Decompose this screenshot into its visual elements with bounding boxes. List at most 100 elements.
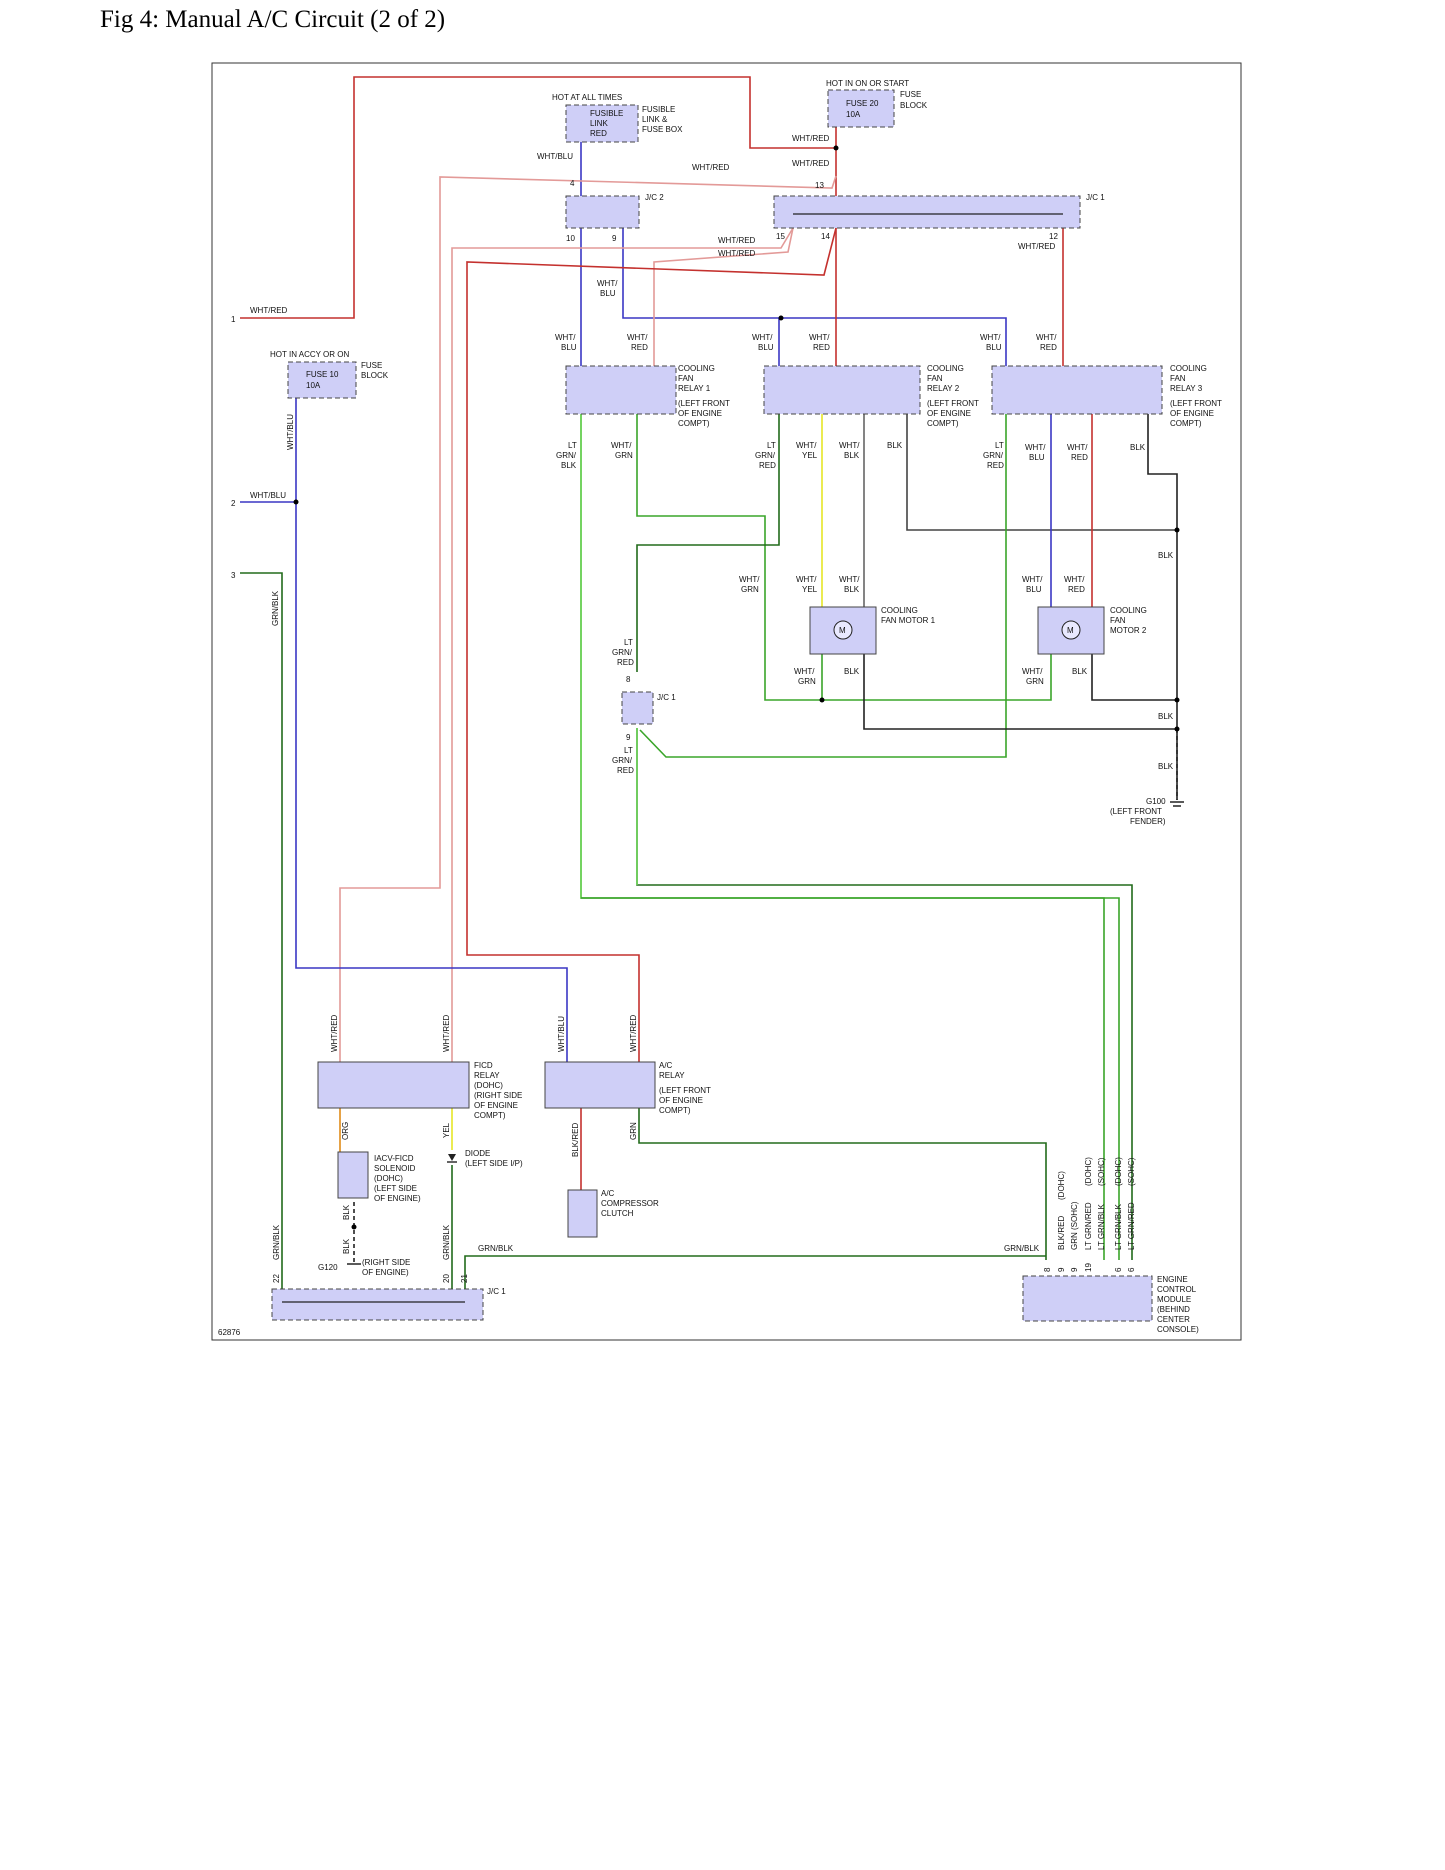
motor-1-title-2: FAN MOTOR 1 bbox=[881, 616, 936, 625]
relay-2-out-3a: WHT/ bbox=[839, 441, 860, 450]
jc1-top-pin-12: 12 bbox=[1049, 232, 1058, 241]
ecm-wire-4: LT GRN/BLK bbox=[1097, 1203, 1106, 1250]
connector-2-number: 2 bbox=[231, 499, 236, 508]
fuse-20-label-2: BLOCK bbox=[900, 101, 928, 110]
relay-1-in-1b: BLU bbox=[561, 343, 577, 352]
ficd-title-5: OF ENGINE bbox=[474, 1101, 518, 1110]
ecm-variant-2: (DOHC) bbox=[1084, 1157, 1093, 1186]
junction-jc1-mid: J/C 1 8 9 LT GRN/ RED LT GRN/ RED bbox=[612, 638, 676, 775]
fuse-20-label-1: FUSE bbox=[900, 90, 921, 99]
relay-3-out-1c: RED bbox=[987, 461, 1004, 470]
splice-dot bbox=[778, 315, 784, 321]
ecm-title-4: (BEHIND bbox=[1157, 1305, 1190, 1314]
wire-jc1-15 bbox=[653, 227, 794, 366]
jc1-bottom-pin-20: 20 bbox=[442, 1274, 451, 1283]
motor-1-out-1a: WHT/ bbox=[794, 667, 815, 676]
wire-relay3-ltgrn bbox=[639, 414, 1007, 758]
relay-3-loc-3: COMPT) bbox=[1170, 419, 1202, 428]
figure-id: 62876 bbox=[218, 1328, 241, 1337]
g120-loc-1: (RIGHT SIDE bbox=[362, 1258, 410, 1267]
relay-1-loc-2: OF ENGINE bbox=[678, 409, 722, 418]
relay-3-out-3a: WHT/ bbox=[1067, 443, 1088, 452]
fuse-10-label-1: FUSE bbox=[361, 361, 382, 370]
jc2-pin-10: 10 bbox=[566, 234, 575, 243]
iacv-box bbox=[337, 1151, 369, 1199]
ficd-title-2: RELAY bbox=[474, 1071, 500, 1080]
ecm-pin-3: 9 bbox=[1070, 1267, 1079, 1272]
motor-2-title-2: FAN bbox=[1110, 616, 1126, 625]
motor-1-in-1b: GRN bbox=[741, 585, 759, 594]
fuse-10-inner-1: FUSE 10 bbox=[306, 370, 339, 379]
fusible-link-inner-1: FUSIBLE bbox=[590, 109, 623, 118]
jc1-mid-in-b: GRN/ bbox=[612, 648, 633, 657]
jc1-top-pin-14: 14 bbox=[821, 232, 830, 241]
wire-blu-acrelay bbox=[295, 398, 568, 1062]
relay-3-box bbox=[991, 365, 1163, 415]
splice-dot bbox=[1174, 527, 1180, 533]
wire-relay1-whtgrn bbox=[636, 414, 822, 701]
fuse-10-wire: WHT/BLU bbox=[286, 414, 295, 450]
wire-conn3 bbox=[240, 572, 283, 1289]
wire-acrelay-grn bbox=[638, 1108, 1047, 1260]
jc1-bottom-wire-1: GRN/BLK bbox=[272, 1224, 281, 1260]
relay-2-in-2a: WHT/ bbox=[809, 333, 830, 342]
ecm-variant-4: (DOHC) bbox=[1114, 1157, 1123, 1186]
relay-2-in-1a: WHT/ bbox=[752, 333, 773, 342]
wire-relay2-ltgrn bbox=[636, 414, 780, 672]
ecm-pin-1: 8 bbox=[1043, 1267, 1052, 1272]
motor-2-m: M bbox=[1067, 626, 1074, 635]
connector-3-number: 3 bbox=[231, 571, 236, 580]
fuse-20: HOT IN ON OR START FUSE 20 10A FUSE BLOC… bbox=[792, 79, 928, 168]
cooling-fan-relay-1: COOLING FAN RELAY 1 (LEFT FRONT OF ENGIN… bbox=[555, 333, 730, 470]
relay-2-out-4: BLK bbox=[887, 441, 903, 450]
jc2-pin-9: 9 bbox=[612, 234, 617, 243]
motor-1-out-2: BLK bbox=[844, 667, 860, 676]
junction-jc2: J/C 2 4 10 9 WHT/RED WHT/ BLU bbox=[565, 163, 730, 298]
jc1-bottom-label: J/C 1 bbox=[487, 1287, 506, 1296]
ground-g120: G120 (RIGHT SIDE OF ENGINE) bbox=[318, 1258, 410, 1277]
iacv-solenoid: IACV-FICD SOLENOID (DOHC) (LEFT SIDE OF … bbox=[337, 1151, 421, 1254]
wire-jc2-9 bbox=[622, 228, 1007, 366]
relay-1-loc-1: (LEFT FRONT bbox=[678, 399, 730, 408]
relay-3-in-1a: WHT/ bbox=[980, 333, 1001, 342]
fusible-link-box bbox=[565, 104, 639, 143]
g120-label: G120 bbox=[318, 1263, 338, 1272]
blk-label-1: BLK bbox=[1158, 551, 1174, 560]
motor-1-out-1b: GRN bbox=[798, 677, 816, 686]
motor-2-out-1a: WHT/ bbox=[1022, 667, 1043, 676]
iacv-title-5: OF ENGINE) bbox=[374, 1194, 421, 1203]
relay-3-out-2b: BLU bbox=[1029, 453, 1045, 462]
wire-motor2-blk bbox=[1091, 654, 1177, 701]
relay-3-loc-2: OF ENGINE bbox=[1170, 409, 1214, 418]
splice-dot bbox=[819, 697, 825, 703]
ac-compressor-clutch: A/C COMPRESSOR CLUTCH bbox=[567, 1189, 659, 1238]
jc1-bottom-pin-21: 21 bbox=[460, 1274, 469, 1283]
g100-label-3: FENDER) bbox=[1130, 817, 1166, 826]
ecm-wire-1: BLK/RED bbox=[1057, 1216, 1066, 1250]
relay-2-loc-1: (LEFT FRONT bbox=[927, 399, 979, 408]
ficd-in-2: WHT/RED bbox=[442, 1014, 451, 1052]
iacv-wire-2: BLK bbox=[342, 1238, 351, 1254]
fuse-10: HOT IN ACCY OR ON FUSE 10 10A FUSE BLOCK… bbox=[270, 350, 389, 450]
ficd-title-6: COMPT) bbox=[474, 1111, 506, 1120]
jc2-label: J/C 2 bbox=[645, 193, 664, 202]
ac-relay-title-3: (LEFT FRONT bbox=[659, 1086, 711, 1095]
relay-1-loc-3: COMPT) bbox=[678, 419, 710, 428]
cooling-fan-relay-3: COOLING FAN RELAY 3 (LEFT FRONT OF ENGIN… bbox=[980, 333, 1222, 470]
motor-2-in-1b: BLU bbox=[1026, 585, 1042, 594]
iacv-title-4: (LEFT SIDE bbox=[374, 1184, 417, 1193]
cooling-fan-motor-1: M COOLING FAN MOTOR 1 WHT/ GRN WHT/ YEL … bbox=[739, 575, 936, 703]
fusible-link-label-1: FUSIBLE bbox=[642, 105, 675, 114]
relay-1-out-2a: WHT/ bbox=[611, 441, 632, 450]
ground-g100: BLK BLK G100 (LEFT FRONT FENDER) bbox=[1110, 697, 1184, 826]
fuse-10-inner-2: 10A bbox=[306, 381, 321, 390]
wire-label-wht-red-3: WHT/RED bbox=[718, 249, 756, 258]
jc1-top-label: J/C 1 bbox=[1086, 193, 1105, 202]
fusible-link-wire: WHT/BLU bbox=[537, 152, 573, 161]
relay-3-in-2a: WHT/ bbox=[1036, 333, 1057, 342]
motor-1-m: M bbox=[839, 626, 846, 635]
motor-2-in-1a: WHT/ bbox=[1022, 575, 1043, 584]
wire-label-blu: BLU bbox=[600, 289, 616, 298]
g120-loc-2: OF ENGINE) bbox=[362, 1268, 409, 1277]
